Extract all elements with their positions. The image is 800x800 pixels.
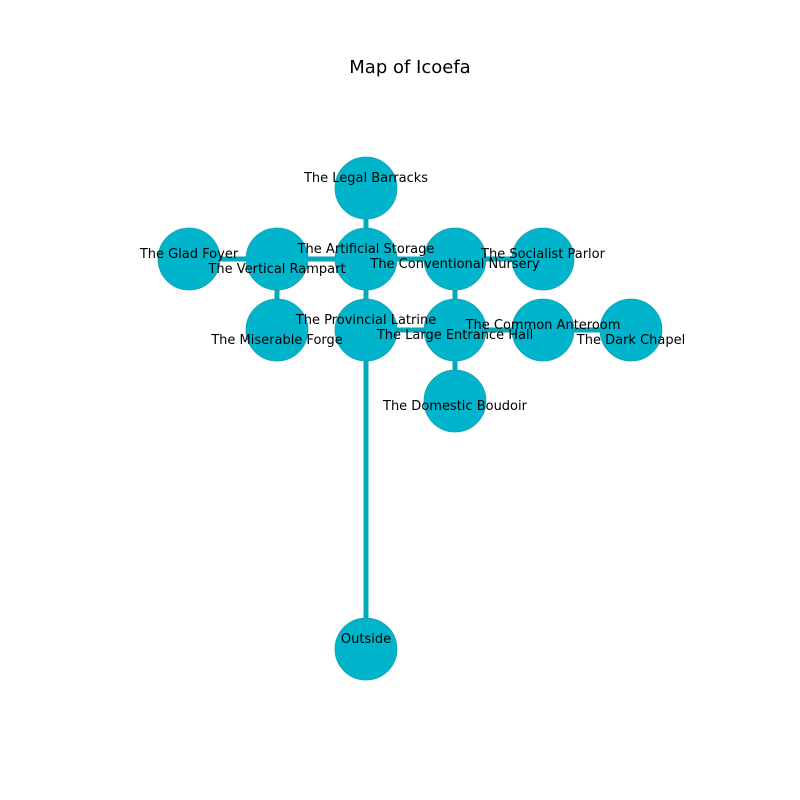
node-label-conventional-nursery: The Conventional Nursery xyxy=(369,257,540,272)
node-label-large-entrance-hall: The Large Entrance Hall xyxy=(376,328,533,343)
node-label-common-anteroom: The Common Anteroom xyxy=(465,318,621,333)
nodes-layer xyxy=(157,156,663,681)
node-domestic-boudoir xyxy=(423,369,487,433)
node-provincial-latrine xyxy=(334,298,398,362)
node-conventional-nursery xyxy=(423,227,487,291)
node-label-artificial-storage: The Artificial Storage xyxy=(297,242,435,257)
node-label-provincial-latrine: The Provincial Latrine xyxy=(295,313,436,328)
diagram-title: Map of Icoefa xyxy=(349,57,470,78)
node-common-anteroom xyxy=(511,298,575,362)
node-dark-chapel xyxy=(599,298,663,362)
node-label-socialist-parlor: The Socialist Parlor xyxy=(480,247,606,262)
node-label-outside: Outside xyxy=(341,632,391,647)
node-miserable-forge xyxy=(245,298,309,362)
node-outside xyxy=(334,617,398,681)
node-label-vertical-rampart: The Vertical Rampart xyxy=(207,262,345,277)
node-artificial-storage xyxy=(334,227,398,291)
node-label-domestic-boudoir: The Domestic Boudoir xyxy=(382,399,528,414)
node-label-dark-chapel: The Dark Chapel xyxy=(576,333,685,348)
node-glad-foyer xyxy=(157,227,221,291)
node-legal-barracks xyxy=(334,156,398,220)
node-large-entrance-hall xyxy=(423,298,487,362)
node-socialist-parlor xyxy=(511,227,575,291)
node-label-glad-foyer: The Glad Foyer xyxy=(139,247,239,262)
node-label-miserable-forge: The Miserable Forge xyxy=(210,333,343,348)
node-label-legal-barracks: The Legal Barracks xyxy=(303,171,428,186)
node-vertical-rampart xyxy=(245,227,309,291)
